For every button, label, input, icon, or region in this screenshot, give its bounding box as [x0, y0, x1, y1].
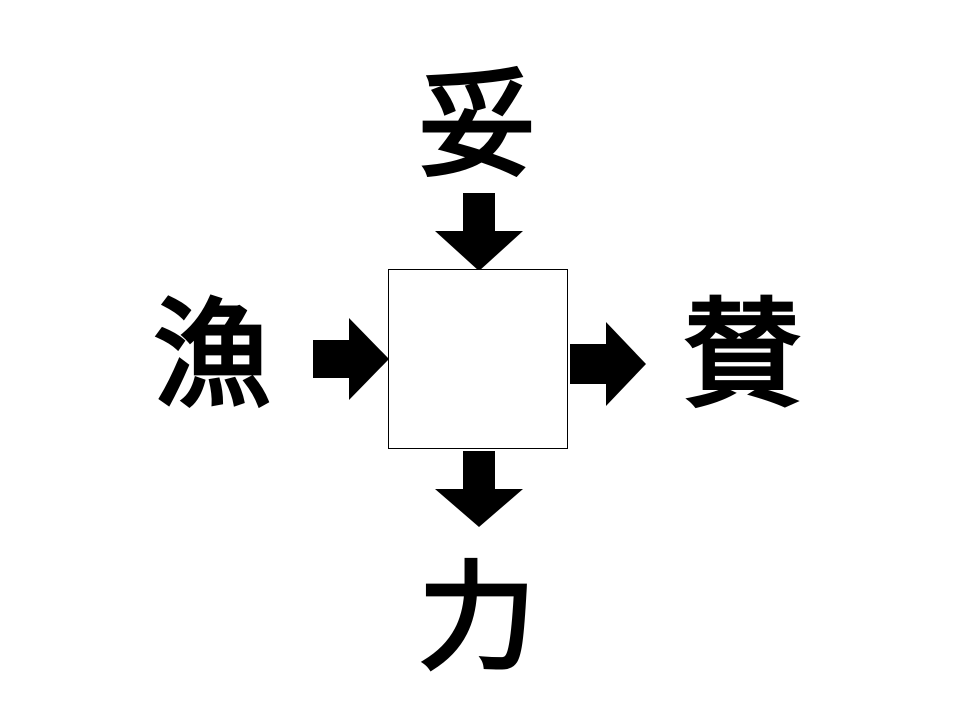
- arrow-right-right-icon: [570, 322, 646, 406]
- right-kanji: 賛: [682, 286, 801, 424]
- arrow-right-left-icon: [313, 318, 389, 400]
- top-kanji: 妥: [417, 56, 536, 194]
- left-kanji: 漁: [152, 286, 271, 424]
- bottom-kanji: 力: [417, 549, 536, 687]
- arrow-down-top-icon: [435, 193, 523, 271]
- answer-box[interactable]: [388, 269, 568, 449]
- arrow-down-bottom-icon: [435, 451, 523, 527]
